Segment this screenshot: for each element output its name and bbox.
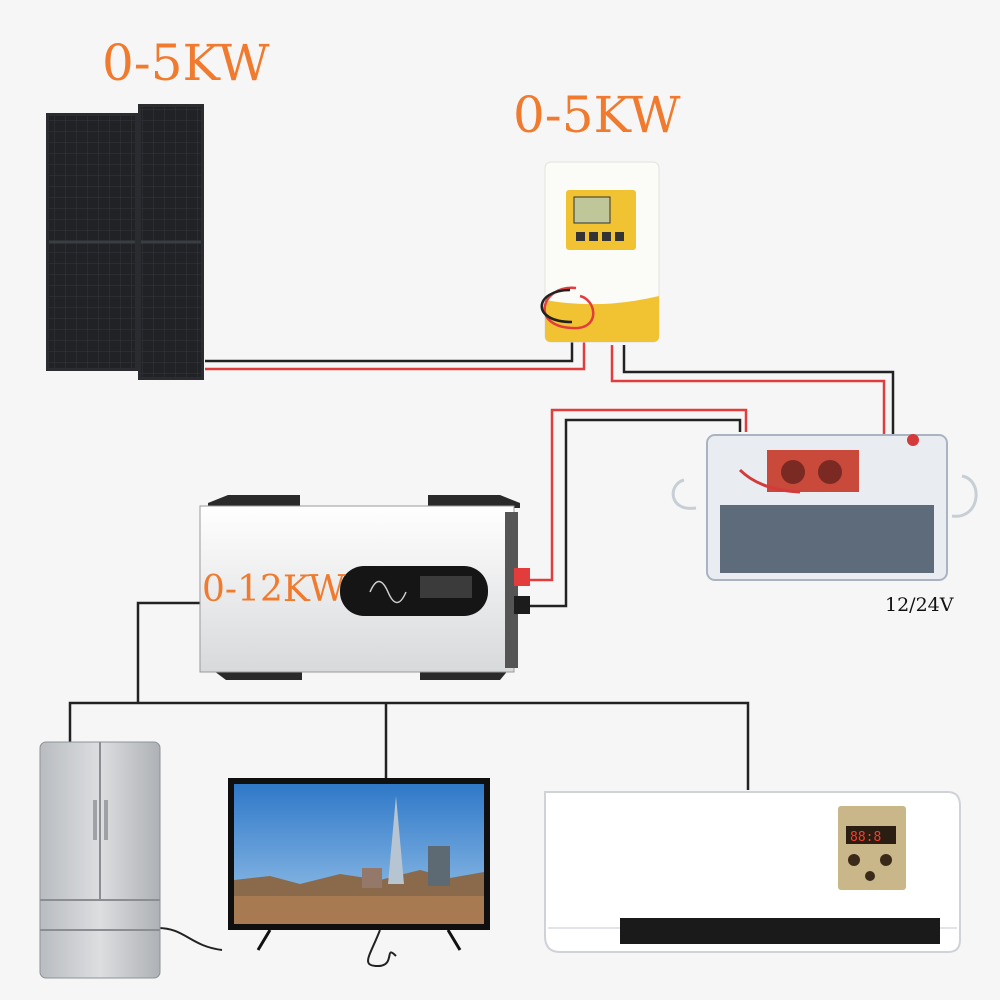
wire-battery-inverter-positive bbox=[528, 408, 748, 582]
wire-panel-controller-positive bbox=[205, 332, 586, 371]
wire-battery-inverter-negative bbox=[528, 418, 742, 608]
charge-controller-icon bbox=[540, 161, 660, 343]
wire-controller-battery-negative bbox=[622, 345, 895, 434]
wire-load-bus bbox=[68, 701, 750, 790]
inverter-icon bbox=[199, 495, 530, 680]
wire-panel-controller-negative bbox=[205, 332, 574, 363]
wire-controller-battery-positive bbox=[610, 345, 886, 434]
solar-panel-icon bbox=[46, 104, 204, 380]
inverter-power-label: 0-12KW bbox=[202, 569, 346, 610]
wiring bbox=[68, 332, 895, 951]
battery-voltage-label: 12/24V bbox=[885, 594, 954, 616]
fridge-power-cord bbox=[157, 927, 223, 951]
panel-power-label: 0-5KW bbox=[102, 34, 270, 92]
svg-text:88:8: 88:8 bbox=[850, 830, 881, 845]
battery-icon bbox=[671, 434, 978, 581]
wire-inverter-output bbox=[136, 601, 200, 703]
controller-power-label: 0-5KW bbox=[513, 86, 681, 144]
heater-icon: 88:8 bbox=[544, 791, 961, 953]
refrigerator-icon bbox=[39, 741, 161, 979]
television-icon bbox=[228, 778, 490, 968]
